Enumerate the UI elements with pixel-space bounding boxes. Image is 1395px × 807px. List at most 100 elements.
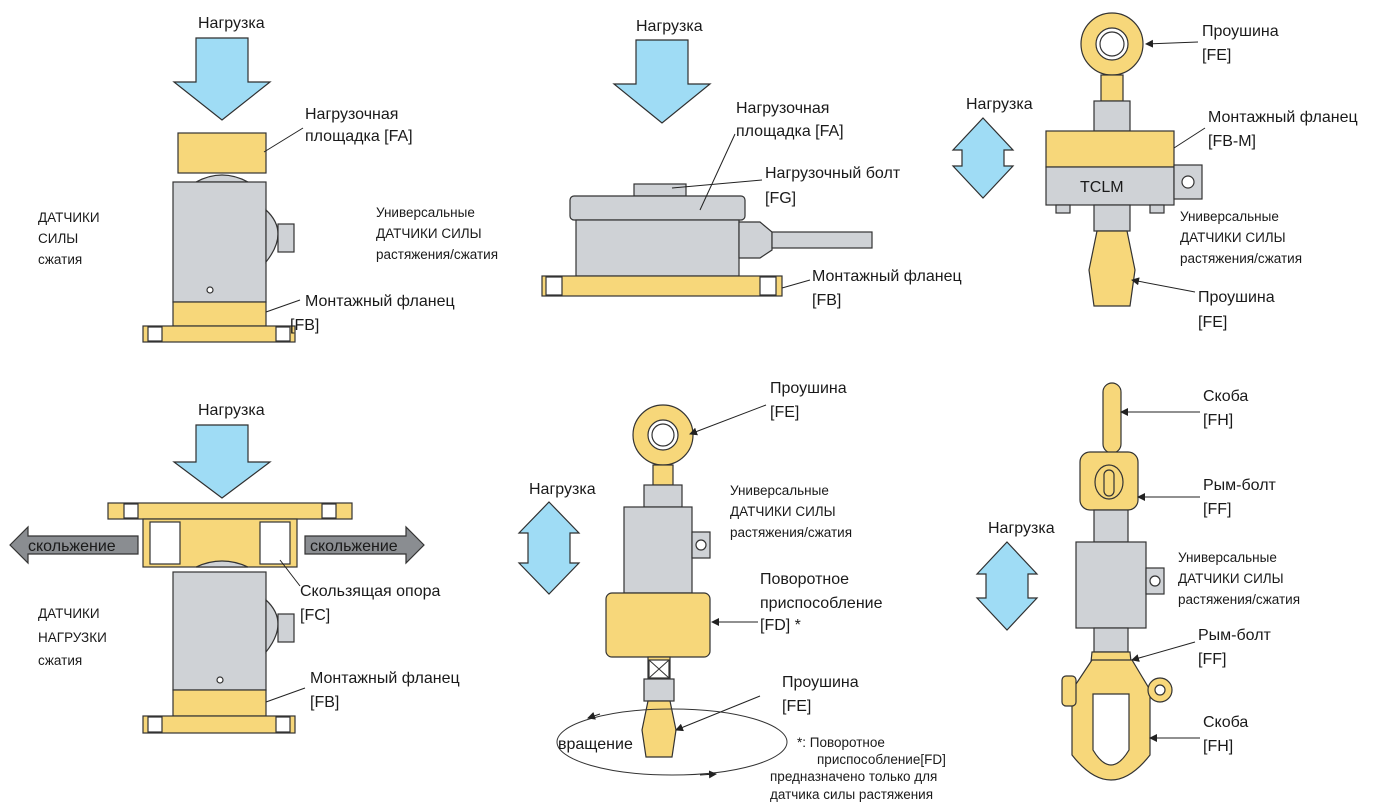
leader-flange: [265, 299, 301, 313]
sensor-body: [575, 219, 740, 277]
eyebolt-top-pin: [1103, 469, 1115, 497]
sensor-label-1: Универсальные: [1178, 550, 1277, 565]
slide-arrow-right: [304, 525, 425, 565]
flange-hole-left: [147, 716, 163, 733]
mounting-flange: [142, 715, 296, 734]
leader-slide-support: [279, 559, 301, 587]
sensor-label-1: Универсальные: [730, 483, 829, 498]
sensor-top: [569, 195, 746, 221]
load-arrow-down: [612, 39, 712, 124]
leader-eye-top: [689, 404, 767, 436]
leader-eye-bottom: [1131, 277, 1196, 293]
mounting-flange: [142, 325, 296, 343]
panel-universal-sensor-pad: Нагрузка Нагрузочная площадка [FA] Нагру…: [376, 18, 962, 309]
rod-end-bottom: [641, 700, 677, 758]
load-arrow-down: [172, 37, 272, 121]
shackle-top-label-2: [FH]: [1203, 412, 1233, 429]
slide-right-label: скольжение: [310, 538, 398, 555]
shackle-bottom-label-2: [FH]: [1203, 738, 1233, 755]
nut-bottom: [643, 678, 675, 702]
sensor-label-2: ДАТЧИКИ СИЛЫ: [1180, 230, 1286, 245]
swivel-label-3: [FD] *: [760, 617, 801, 634]
sensor-label-2: ДАТЧИКИ СИЛЫ: [730, 504, 836, 519]
foot-left: [1055, 204, 1071, 214]
rotation-arrow-left: [587, 711, 601, 720]
load-label: Нагрузка: [529, 481, 596, 498]
screw-hole: [216, 676, 224, 684]
nut-top: [1093, 100, 1131, 132]
bolt-label-1: Нагрузочный болт: [765, 165, 901, 182]
pad-label-2: площадка [FA]: [736, 123, 844, 140]
sensor-label-1: Универсальные: [376, 205, 475, 220]
cable-gland: [738, 221, 773, 259]
rotation-label: вращение: [558, 736, 633, 753]
eyebolt-top-label-2: [FF]: [1203, 501, 1231, 518]
pad-label-1: Нагрузочная: [736, 100, 829, 117]
pad-label-2: площадка [FA]: [305, 128, 413, 145]
note-line-2: приспособление[FD]: [817, 752, 946, 767]
eye-bottom-label-1: Проушина: [782, 674, 859, 691]
note-line-4: датчика силы растяжения: [770, 787, 933, 802]
eye-top-label-1: Проушина: [1202, 23, 1279, 40]
sensor-label-2: НАГРУЗКИ: [38, 630, 107, 645]
leader-bolt: [671, 179, 763, 189]
plate-hole-left: [123, 503, 139, 519]
swivel-device: [605, 592, 711, 658]
nut-bottom: [1093, 204, 1131, 232]
rod-end-shank-top: [652, 464, 674, 486]
eye-bottom-label-1: Проушина: [1198, 289, 1275, 306]
load-arrow-double: [951, 117, 1015, 199]
load-label: Нагрузка: [198, 402, 265, 419]
plate-hole-right: [321, 503, 337, 519]
leader-eye-top: [1145, 39, 1199, 48]
pad-label-1: Нагрузочная: [305, 106, 398, 123]
slide-window-right: [259, 521, 291, 565]
shackle-top-label-1: Скоба: [1203, 388, 1248, 405]
pad-dome: [195, 174, 249, 183]
eyebolt-top-label-1: Рым-болт: [1203, 477, 1277, 494]
nut-top: [1093, 509, 1129, 543]
leader-flange: [265, 687, 306, 703]
flange-hole-right: [759, 276, 777, 296]
nut-top: [643, 484, 683, 508]
eye-top-label-2: [FE]: [770, 404, 799, 421]
leader-eye-bottom: [675, 695, 761, 732]
connector: [277, 613, 295, 643]
pad-dome: [195, 560, 249, 568]
leader-eyebolt-bottom: [1131, 641, 1196, 662]
flange-hole-right: [275, 716, 291, 733]
load-label: Нагрузка: [636, 18, 703, 35]
shackle-pin-head: [1061, 675, 1077, 707]
connector-socket: [1181, 175, 1195, 189]
screw-hole: [206, 286, 214, 294]
load-label: Нагрузка: [966, 96, 1033, 113]
rotation-arrow-right: [699, 770, 717, 779]
eye-bottom-label-2: [FE]: [782, 698, 811, 715]
swivel-label-1: Поворотное: [760, 571, 849, 588]
rod-end-ball-top: [651, 423, 675, 447]
flange-label-1: Монтажный фланец: [305, 293, 455, 310]
swivel-label-2: приспособление: [760, 595, 883, 612]
rod-end-ball-top: [1099, 31, 1125, 57]
sensor-label-2: СИЛЫ: [38, 231, 78, 246]
rod-end-bottom: [1088, 230, 1136, 307]
bolt-base: [633, 183, 687, 197]
flange-label-1: Монтажный фланец: [812, 268, 962, 285]
mounting-flange: [541, 275, 783, 297]
sensor-label-1: Универсальные: [1180, 209, 1279, 224]
load-pad: [177, 132, 267, 174]
sensor-label-3: растяжения/сжатия: [376, 247, 498, 262]
flange-label-2: [FB]: [310, 694, 339, 711]
sensor-label-3: растяжения/сжатия: [730, 525, 852, 540]
shackle-top-pin: [1102, 382, 1122, 454]
swivel-cross: [648, 659, 670, 679]
sensor-label-3: сжатия: [38, 252, 82, 267]
foot-right: [1149, 204, 1165, 214]
sensor-label-1: ДАТЧИКИ: [38, 606, 100, 621]
connector: [277, 223, 295, 253]
eyebolt-bottom-label-2: [FF]: [1198, 651, 1226, 668]
slide-support-label-1: Скользящая опора: [300, 583, 440, 600]
sensor-label-2: ДАТЧИКИ СИЛЫ: [1178, 571, 1284, 586]
flange-label-2: [FB]: [290, 317, 319, 334]
